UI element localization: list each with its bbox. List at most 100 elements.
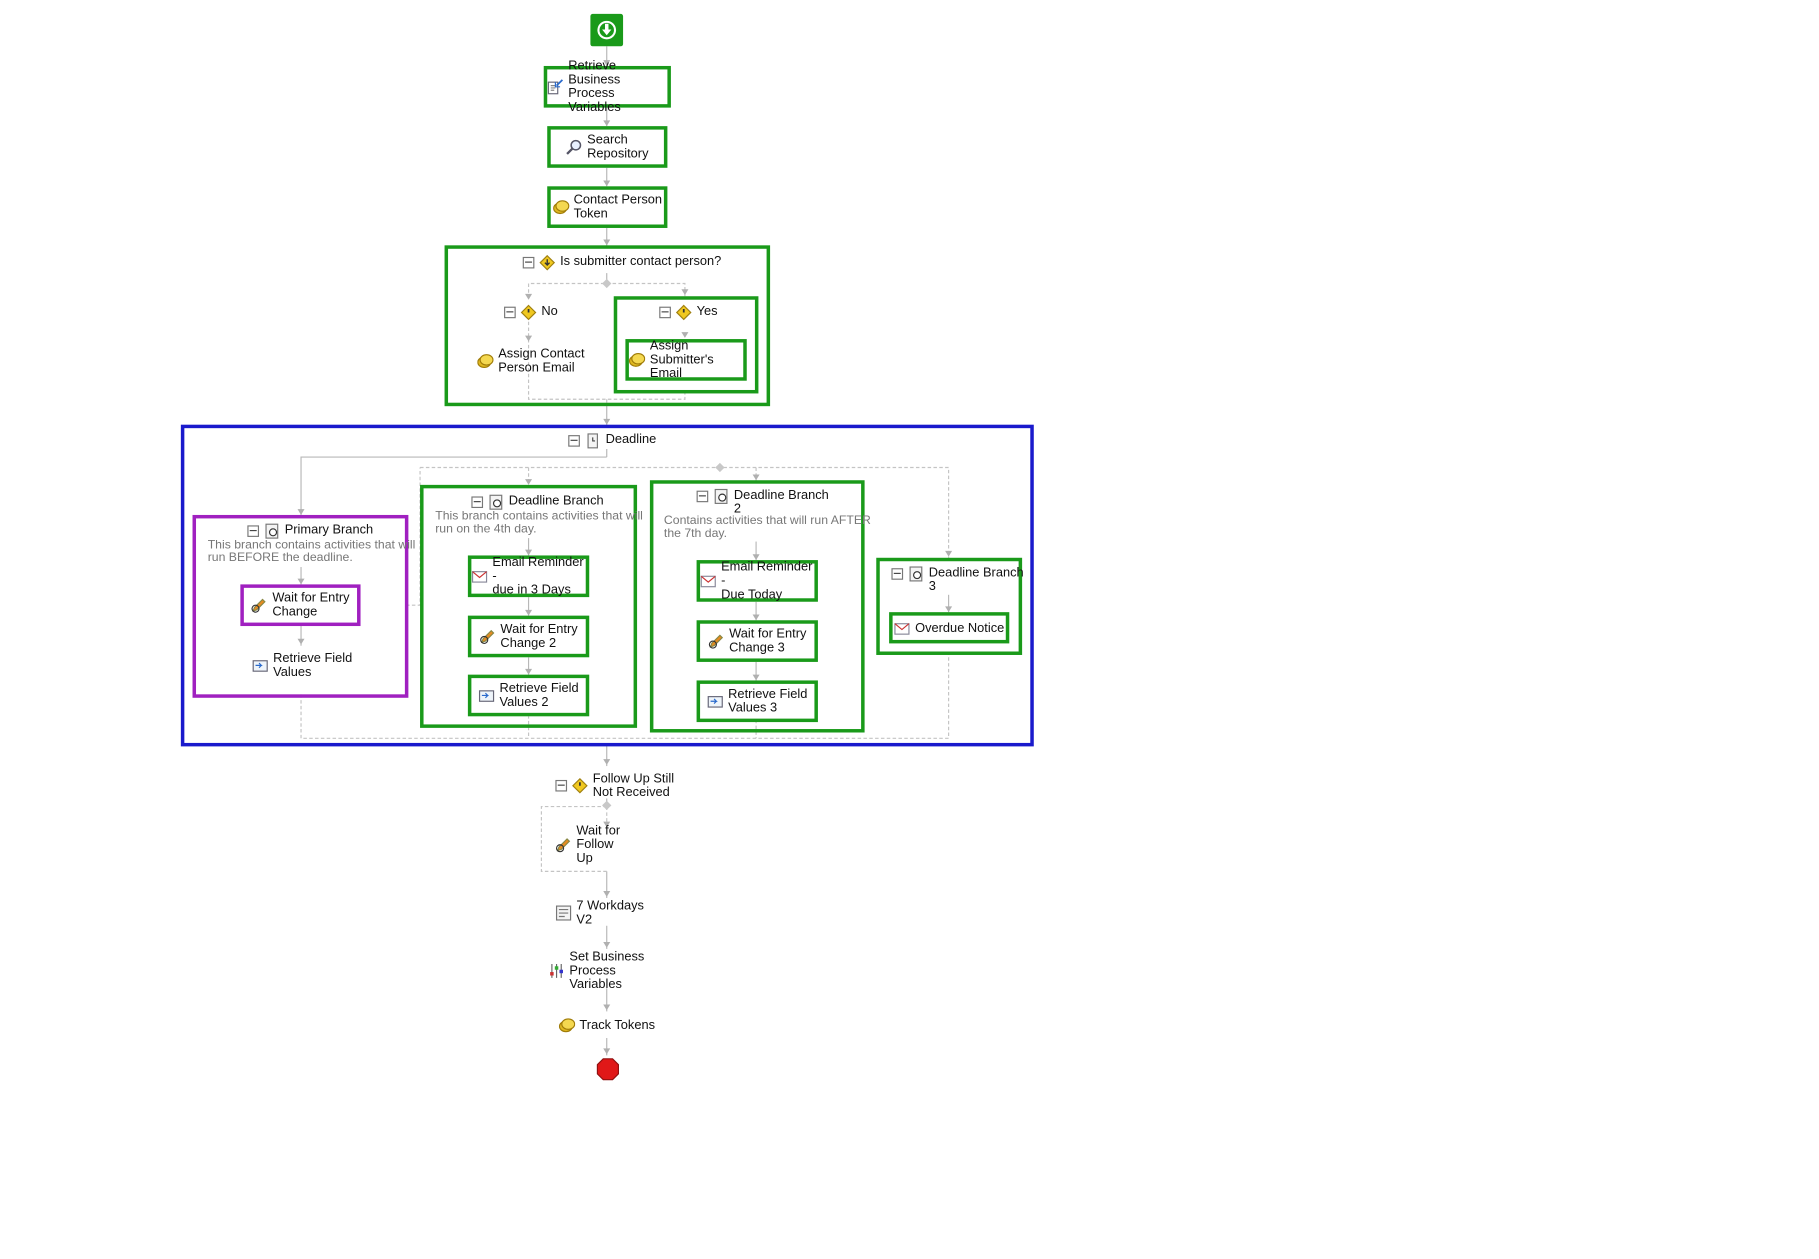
branch-description: This branch contains activities that wil… — [435, 509, 643, 536]
branch-timer-icon — [908, 566, 924, 582]
branch-timer-icon — [264, 523, 280, 539]
collapse-icon[interactable] — [247, 525, 260, 537]
deadline-header: Deadline — [568, 433, 656, 449]
deadline-clock-icon — [585, 433, 601, 449]
yes-branch-header: Yes — [659, 304, 718, 321]
overdue-notice-step[interactable]: Overdue Notice — [889, 612, 1010, 644]
field-values-icon — [707, 693, 723, 709]
branch-timer-icon — [713, 488, 729, 504]
collapse-icon[interactable] — [555, 779, 568, 792]
branch-description: This branch contains activities that wil… — [207, 538, 416, 565]
deadline-container[interactable] — [180, 424, 1034, 747]
step-label: Wait for Follow Up — [576, 823, 621, 866]
step-label: Assign Submitter's Email — [649, 339, 714, 381]
step-label: Wait for Entry Change 3 — [729, 627, 807, 655]
no-branch-label: No — [541, 304, 558, 319]
wait-for-entry-change-step[interactable]: Wait for Entry Change — [240, 584, 361, 627]
collapse-icon[interactable] — [504, 306, 516, 319]
email-icon — [894, 620, 910, 636]
branch-title: Deadline Branch 3 — [928, 565, 1024, 594]
assign-contact-person-email-step[interactable]: Assign Contact Person Email — [477, 345, 585, 377]
step-label: Track Tokens — [579, 1018, 656, 1033]
step-label: Set Business Process Variables — [569, 950, 645, 992]
step-label: Overdue Notice — [915, 620, 1005, 635]
wait-for-entry-change-2-step[interactable]: Wait for Entry Change 2 — [467, 615, 590, 658]
deadline-branch-3-container[interactable] — [876, 557, 1023, 655]
decision-title: Is submitter contact person? — [560, 254, 722, 269]
step-label: Wait for Entry Change — [272, 591, 350, 620]
primary-branch-container[interactable] — [192, 514, 409, 698]
collapse-icon[interactable] — [522, 256, 535, 269]
decision-header: Is submitter contact person? — [522, 254, 722, 271]
contact-person-token-step[interactable]: Contact Person Token — [547, 186, 668, 228]
email-icon — [700, 573, 716, 589]
wait-for-entry-change-3-step[interactable]: Wait for Entry Change 3 — [696, 620, 818, 662]
step-label: Retrieve Field Values 2 — [499, 681, 579, 710]
token-icon — [552, 199, 569, 215]
stop-icon — [596, 1058, 619, 1081]
yes-branch-container[interactable] — [613, 296, 759, 394]
end-node[interactable] — [595, 1057, 621, 1082]
deadline-branch-container[interactable] — [420, 484, 638, 728]
search-repository-step[interactable]: Search Repository — [547, 126, 668, 168]
yes-branch-label: Yes — [696, 304, 718, 319]
step-label: Retrieve Field Values 3 — [728, 687, 808, 716]
branch-timer-icon — [488, 494, 504, 510]
step-label: Email Reminder - due in 3 Days — [492, 555, 584, 598]
deadline-title: Deadline — [605, 432, 657, 447]
deadline-branch-2-container[interactable] — [649, 480, 865, 733]
branch-title: Deadline Branch 2 — [733, 488, 829, 517]
token-icon — [477, 353, 494, 369]
retrieve-business-process-variables-step[interactable]: Retrieve Business Process Variables — [543, 59, 671, 115]
rule-diamond-icon — [675, 304, 692, 321]
document-arrow-icon — [547, 79, 564, 95]
collapse-icon[interactable] — [659, 306, 671, 319]
primary-branch-header: Primary Branch — [247, 523, 373, 539]
retrieve-field-values-3-step[interactable]: Retrieve Field Values 3 — [696, 680, 818, 723]
submitter-decision-container[interactable] — [444, 245, 771, 407]
pencil-wait-icon — [555, 837, 571, 853]
email-reminder-due-today-step[interactable]: Email Reminder - Due Today — [696, 560, 818, 602]
email-reminder-due-in-3-days-step[interactable]: Email Reminder - due in 3 Days — [467, 555, 590, 598]
collapse-icon[interactable] — [891, 568, 904, 580]
set-business-process-variables-step[interactable]: Set Business Process Variables — [548, 950, 665, 992]
start-arrow-icon — [595, 19, 618, 42]
follow-up-title: Follow Up Still Not Received — [592, 771, 675, 800]
start-node[interactable] — [590, 13, 624, 47]
deadline-branch-3-header: Deadline Branch 3 — [891, 565, 1024, 594]
branch-title: Primary Branch — [284, 523, 374, 537]
pencil-wait-icon — [708, 633, 724, 649]
workflow-invoke-icon — [555, 905, 572, 921]
step-label: Search Repository — [587, 133, 649, 161]
step-label: Email Reminder - Due Today — [721, 560, 813, 602]
magnifier-icon — [566, 139, 582, 155]
sliders-icon — [548, 963, 564, 979]
step-label: Contact Person Token — [573, 193, 663, 222]
collapse-icon[interactable] — [696, 490, 709, 503]
retrieve-field-values-2-step[interactable]: Retrieve Field Values 2 — [467, 674, 590, 717]
deadline-branch-header: Deadline Branch — [471, 494, 604, 510]
rule-diamond-icon — [520, 304, 537, 321]
branch-description: Contains activities that will run AFTER … — [663, 513, 871, 541]
token-icon — [628, 352, 646, 368]
wait-for-follow-up-step[interactable]: Wait for Follow Up — [555, 824, 658, 866]
token-icon — [558, 1017, 575, 1033]
retrieve-field-values-step[interactable]: Retrieve Field Values — [250, 649, 355, 681]
seven-workdays-step[interactable]: 7 Workdays V2 — [555, 899, 660, 927]
step-label: 7 Workdays V2 — [576, 899, 644, 927]
pencil-wait-icon — [251, 597, 267, 613]
step-label: Assign Contact Person Email — [498, 347, 585, 375]
follow-up-header: Follow Up Still Not Received — [555, 772, 674, 800]
email-icon — [471, 568, 488, 584]
branch-title: Deadline Branch — [508, 494, 604, 509]
step-label: Retrieve Business Process Variables — [568, 59, 621, 115]
rule-diamond-icon — [572, 777, 588, 794]
assign-submitters-email-step[interactable]: Assign Submitter's Email — [625, 339, 747, 381]
track-tokens-step[interactable]: Track Tokens — [558, 1014, 656, 1037]
collapse-icon[interactable] — [471, 496, 484, 509]
no-branch-header: No — [504, 304, 558, 321]
step-label: Wait for Entry Change 2 — [500, 622, 578, 651]
deadline-branch-2-header: Deadline Branch 2 — [696, 488, 829, 517]
field-values-icon — [252, 657, 268, 673]
collapse-icon[interactable] — [568, 435, 580, 447]
